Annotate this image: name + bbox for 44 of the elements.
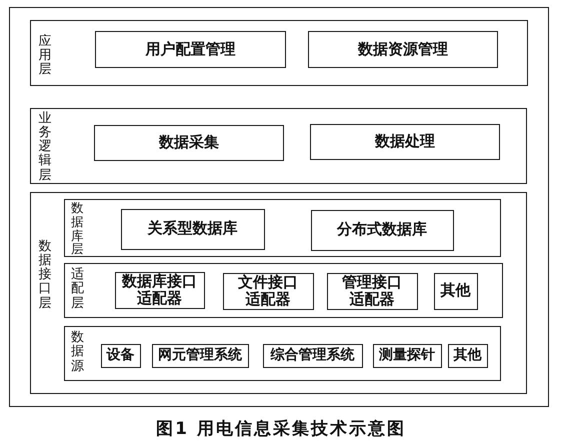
module-box <box>310 210 454 250</box>
module-box <box>448 344 488 368</box>
layer-band <box>30 192 526 394</box>
module-box <box>222 272 314 310</box>
layer-label: 数据库层 <box>71 201 84 256</box>
module-label: 关系型数据库 <box>148 220 238 238</box>
module-box <box>114 272 204 308</box>
module-box <box>120 208 264 250</box>
module-box <box>95 31 286 68</box>
module-label: 文件接口适配器 <box>237 274 299 308</box>
module-box <box>152 344 248 368</box>
module-label: 数据处理 <box>375 133 435 151</box>
layer-band <box>64 199 501 257</box>
module-label: 用户配置管理 <box>146 40 236 58</box>
module-label: 分布式数据库 <box>337 221 427 239</box>
module-label: 综合管理系统 <box>270 347 354 364</box>
diagram-frame <box>9 7 549 407</box>
module-box <box>372 344 442 368</box>
module-box <box>262 344 362 368</box>
module-box <box>94 125 284 161</box>
figure-caption: 图1 用电信息采集技术示意图 <box>155 418 407 440</box>
module-label: 数据资源管理 <box>358 40 448 58</box>
module-box <box>434 272 478 310</box>
module-label: 其他 <box>440 282 470 300</box>
layer-label: 应用层 <box>38 34 52 78</box>
layer-band <box>30 20 528 86</box>
layer-label: 数据接口层 <box>38 240 52 311</box>
module-box <box>100 344 140 368</box>
module-label: 测量探针 <box>379 347 435 364</box>
module-label: 其他 <box>454 347 482 364</box>
module-box <box>310 124 500 160</box>
layer-label: 适配层 <box>71 268 84 311</box>
module-label: 网元管理系统 <box>158 347 242 364</box>
layer-band <box>30 108 526 184</box>
module-label: 数据采集 <box>159 134 219 152</box>
layer-band <box>64 263 503 318</box>
module-box <box>308 31 498 68</box>
module-box <box>326 272 418 310</box>
layer-label: 数据源 <box>71 331 84 374</box>
module-label: 数据库接口适配器 <box>121 272 198 308</box>
module-label: 设备 <box>106 347 134 364</box>
layer-band <box>64 326 501 381</box>
module-label: 管理接口适配器 <box>341 274 403 308</box>
layer-label: 业务逻辑层 <box>38 112 52 183</box>
